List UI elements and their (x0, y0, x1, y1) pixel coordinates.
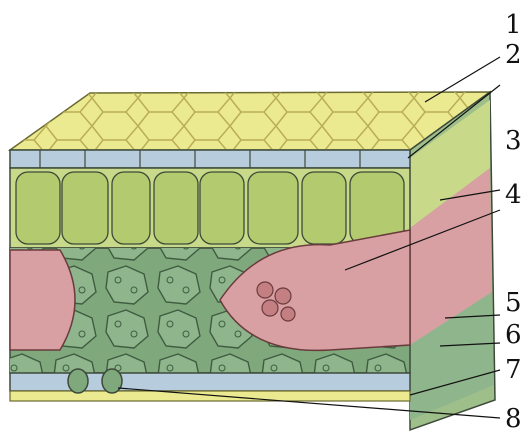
label-3: 3 (505, 128, 522, 154)
label-6: 6 (505, 322, 522, 348)
label-5: 5 (505, 290, 522, 316)
label-7: 7 (505, 357, 522, 383)
label-4: 4 (505, 182, 522, 208)
vein-bundle (10, 250, 75, 350)
lower-cuticle (10, 391, 410, 401)
label-2: 2 (505, 42, 522, 68)
upper-epidermis (10, 150, 410, 168)
label-8: 8 (505, 406, 522, 432)
label-1: 1 (505, 12, 522, 38)
